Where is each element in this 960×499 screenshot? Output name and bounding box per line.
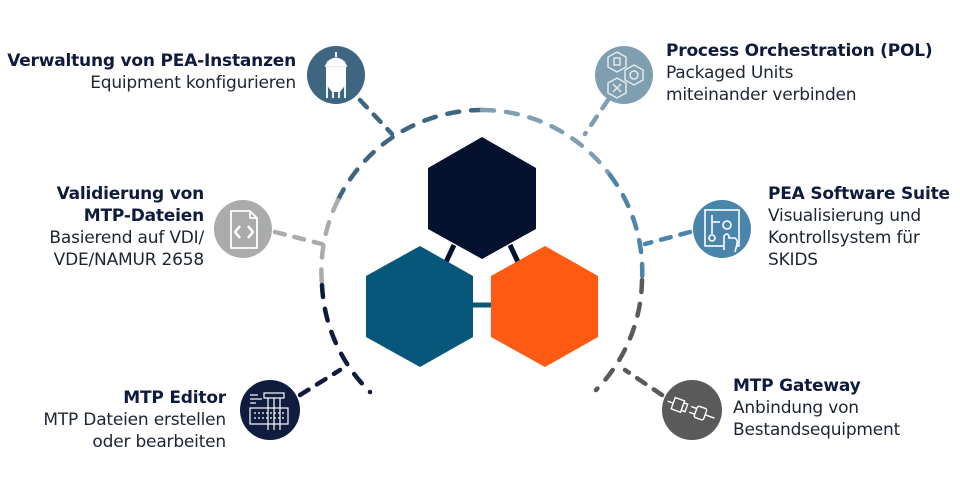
node-desc: Kontrollsystem für xyxy=(768,228,920,248)
node-icon-mtp-validation[interactable] xyxy=(214,200,272,258)
link-top-left xyxy=(443,243,457,264)
hexagon-left xyxy=(366,246,473,367)
ring-segment-top-right xyxy=(479,107,613,178)
connector-pea-instances xyxy=(357,97,395,137)
node-label-mtp-gateway: MTP Gateway Anbindung von Bestandsequipm… xyxy=(733,375,953,441)
connector-mtp-validation xyxy=(272,229,325,247)
node-label-pol: Process Orchestration (POL) Packaged Uni… xyxy=(666,40,956,106)
node-icon-pea-suite[interactable] xyxy=(693,200,751,258)
hexagon-right xyxy=(491,246,598,367)
node-desc: Bestandsequipment xyxy=(733,420,901,440)
node-icon-pea-instances[interactable] xyxy=(307,46,365,104)
node-desc: MTP Dateien erstellen xyxy=(43,410,226,430)
touchscreen-icon xyxy=(704,209,740,253)
node-icon-mtp-gateway[interactable] xyxy=(662,380,722,440)
node-title: PEA Software Suite xyxy=(768,184,950,204)
hexagon-links xyxy=(443,243,521,308)
dashed-ring xyxy=(319,107,645,395)
ring-segment-bottom-left xyxy=(319,282,373,395)
link-top-right xyxy=(507,243,521,264)
node-label-pea-instances: Verwaltung von PEA-Instanzen Equipment k… xyxy=(0,50,296,94)
node-desc: miteinander verbinden xyxy=(666,85,857,105)
node-icon-mtp-editor[interactable] xyxy=(240,380,300,440)
hexagon-cluster-icon xyxy=(607,51,644,99)
ring-segment-left xyxy=(319,197,341,288)
connectors xyxy=(272,97,693,398)
code-file-icon xyxy=(230,210,258,249)
node-desc: Anbindung von xyxy=(733,398,859,418)
node-label-mtp-validation: Validierung von MTP-Dateien Basierend au… xyxy=(4,183,204,271)
node-desc: VDE/NAMUR 2658 xyxy=(53,250,205,270)
connector-pea-suite xyxy=(642,229,693,247)
node-desc: Basierend auf VDI/ xyxy=(49,228,204,248)
tank-icon xyxy=(324,52,348,98)
connector-mtp-editor xyxy=(297,367,343,398)
node-title: MTP Gateway xyxy=(733,376,861,396)
hexagon-top xyxy=(428,137,536,259)
node-label-pea-suite: PEA Software Suite Visualisierung und Ko… xyxy=(768,183,958,271)
connector-mtp-gateway xyxy=(622,367,665,398)
node-desc: Visualisierung und xyxy=(768,206,921,226)
ring-segment-bottom-right xyxy=(593,277,645,393)
ring-segment-right xyxy=(607,172,645,283)
node-label-mtp-editor: MTP Editor MTP Dateien erstellen oder be… xyxy=(6,387,226,453)
node-title: Process Orchestration (POL) xyxy=(666,41,933,61)
plug-connector-icon xyxy=(667,396,715,421)
node-title: MTP Editor xyxy=(123,388,226,408)
node-icon-pol[interactable] xyxy=(595,46,653,104)
node-title: Validierung von xyxy=(56,184,205,204)
node-desc: oder bearbeiten xyxy=(92,432,226,452)
node-desc: Packaged Units xyxy=(666,63,794,83)
ring-segment-top-left xyxy=(335,107,485,203)
connector-pol xyxy=(582,97,611,137)
node-title: MTP-Dateien xyxy=(83,206,204,226)
node-title: Verwaltung von PEA-Instanzen xyxy=(7,51,296,71)
node-desc: SKIDS xyxy=(768,250,818,270)
node-desc: Equipment konfigurieren xyxy=(90,73,296,93)
editor-keyboard-icon xyxy=(249,392,289,430)
